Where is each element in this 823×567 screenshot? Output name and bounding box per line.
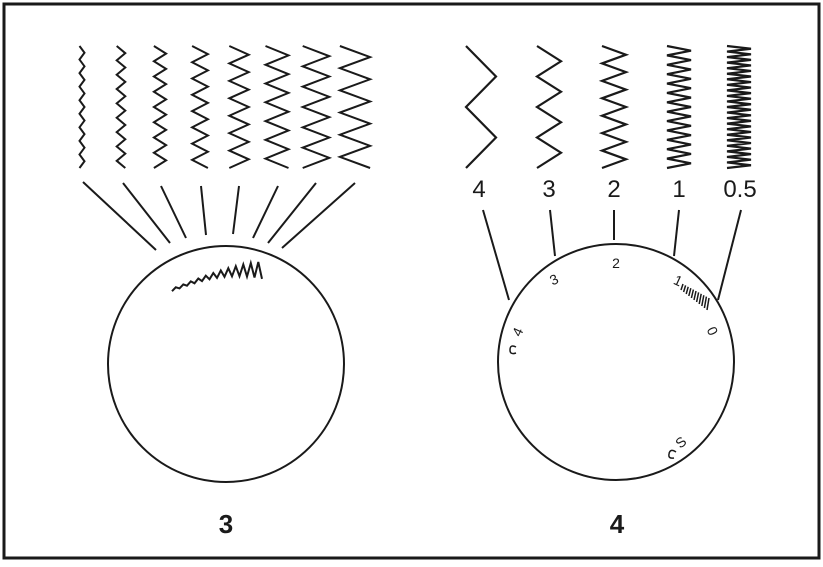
zigzag-stitch-sample — [152, 45, 168, 169]
dial-mark-4: 4 — [509, 325, 527, 339]
zigzag-stitch-sample — [115, 45, 127, 169]
zigzag-stitch-sample — [262, 45, 292, 169]
setting-label: 0.5 — [723, 176, 756, 203]
dial-mark-s: S — [672, 433, 689, 451]
stitch-length-dial[interactable] — [497, 243, 735, 481]
zigzag-stitch-sample — [78, 45, 86, 169]
arrow-curve-icon — [668, 449, 677, 459]
leader-line — [122, 182, 171, 244]
dial-mark-0: 0 — [704, 324, 722, 338]
dial-mark-3: 3 — [547, 270, 561, 288]
figure-4: 4 3 2 1 0.5 2 3 1 4 0 S 4 — [464, 44, 757, 539]
figure-3: 3 — [78, 45, 374, 539]
stitch-length-samples — [464, 44, 752, 170]
outer-frame — [2, 2, 821, 560]
setting-label: 2 — [607, 176, 620, 203]
dial-markings: 2 3 1 4 0 S — [509, 255, 722, 459]
leader-line — [267, 182, 317, 244]
zigzag-stitch-sample — [299, 45, 333, 169]
setting-labels: 4 3 2 1 0.5 — [472, 176, 756, 203]
leader-lines — [482, 209, 742, 301]
zigzag-stitch-sample — [189, 45, 211, 169]
leader-line — [482, 209, 510, 301]
leader-line — [232, 185, 240, 235]
leader-lines — [82, 181, 356, 251]
stitch-width-dial[interactable] — [107, 245, 345, 483]
zigzag-stitch-sample — [336, 45, 374, 169]
setting-label: 1 — [672, 176, 685, 203]
fine-stitch-range-icon — [680, 283, 710, 311]
leader-line — [160, 185, 187, 239]
stitch-width-samples — [78, 45, 374, 169]
leader-line — [281, 182, 356, 249]
dial-mark-1: 1 — [671, 272, 685, 290]
dial-zigzag-symbol — [171, 259, 263, 292]
figure-label-3: 3 — [219, 509, 233, 539]
zigzag-stitch-sample — [726, 44, 752, 170]
dial-mark-2: 2 — [612, 255, 620, 271]
zigzag-stitch-sample — [226, 45, 252, 169]
setting-label: 3 — [542, 176, 555, 203]
zigzag-stitch-sample — [534, 45, 564, 169]
setting-label: 4 — [472, 176, 485, 203]
zigzag-stitch-sample — [464, 45, 498, 169]
leader-line — [82, 181, 157, 251]
zigzag-stitch-sample — [598, 44, 630, 170]
arrow-curve-icon — [509, 345, 517, 355]
zigzag-stitch-sample — [666, 44, 692, 170]
leader-line — [717, 209, 742, 301]
figure-label-4: 4 — [610, 509, 625, 539]
leader-line — [673, 209, 680, 257]
leader-line — [549, 209, 556, 257]
leader-line — [252, 185, 279, 239]
leader-line — [200, 185, 207, 236]
